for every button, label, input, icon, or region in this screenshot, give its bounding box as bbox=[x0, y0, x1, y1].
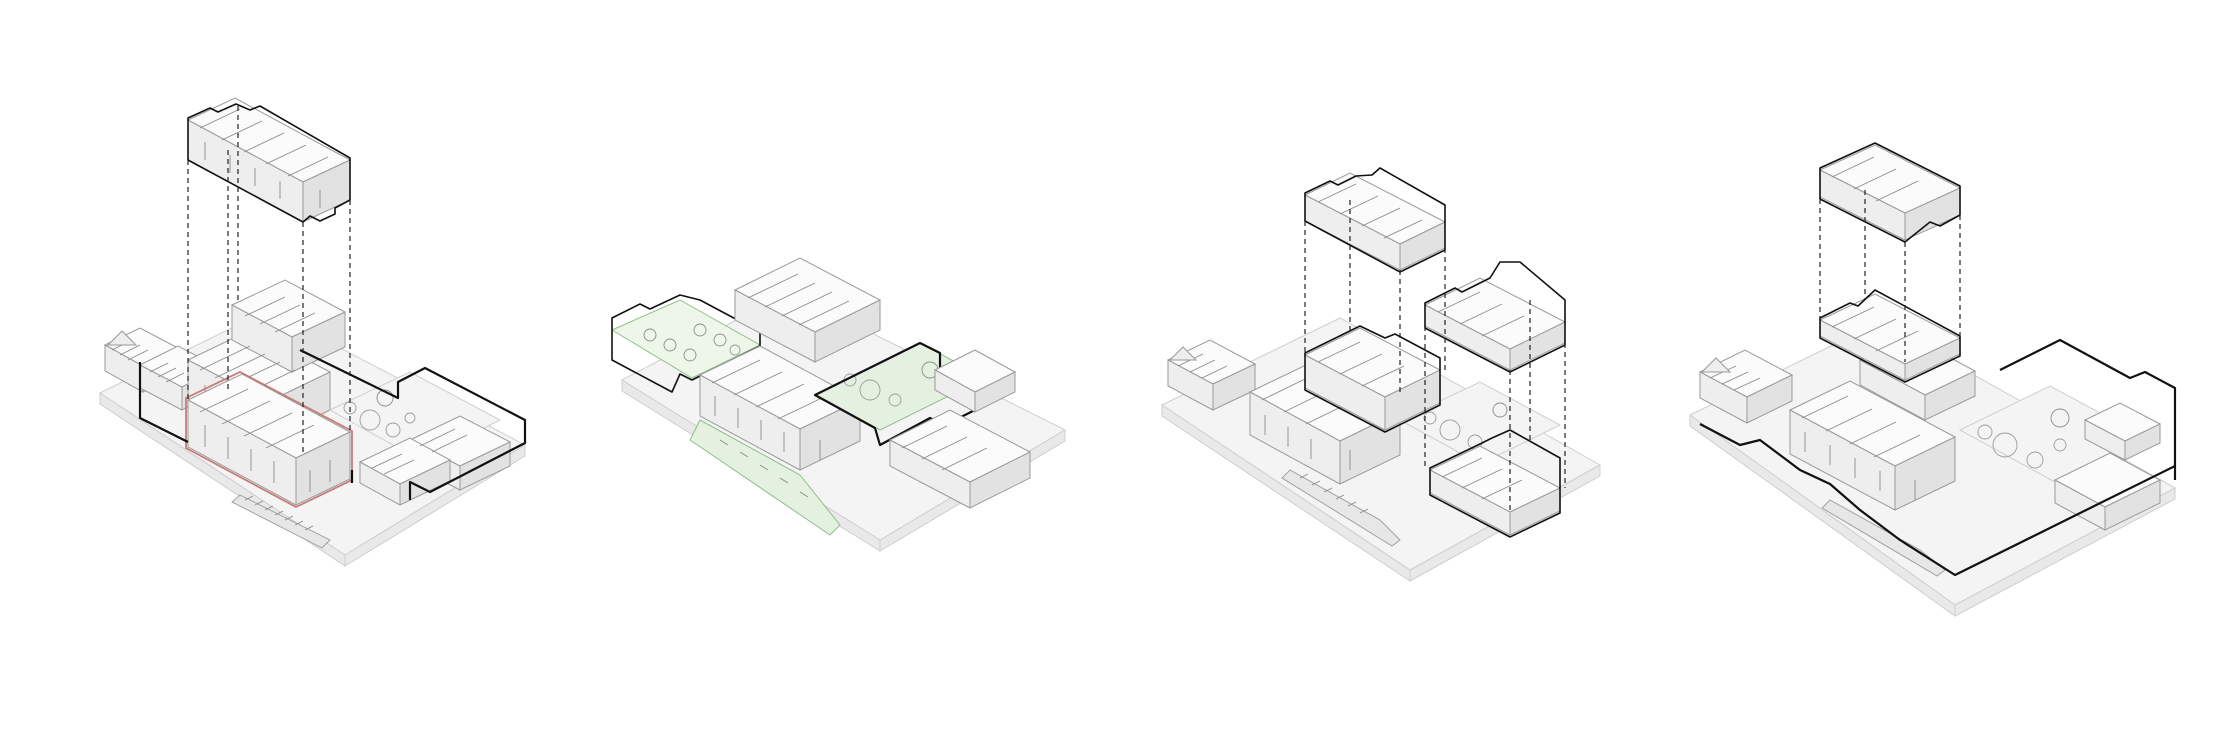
building-cluster bbox=[2053, 402, 2162, 531]
axonometric-panel-3 bbox=[1160, 167, 1602, 582]
axonometric-panel-1 bbox=[98, 97, 527, 567]
boundary-outline bbox=[1699, 338, 2177, 577]
building-cluster bbox=[698, 257, 882, 471]
block-outline bbox=[1429, 429, 1561, 538]
floating-block-c bbox=[1423, 261, 1567, 373]
ramp bbox=[231, 494, 331, 549]
boundary-outline bbox=[138, 349, 527, 500]
axonometric-panel-4 bbox=[1689, 142, 2177, 617]
plot-outline bbox=[611, 294, 761, 393]
projection-lines bbox=[1304, 200, 1566, 512]
building-cluster bbox=[358, 415, 512, 506]
floating-upper-block bbox=[186, 97, 352, 223]
floating-block-a bbox=[1303, 167, 1447, 273]
floating-upper-block bbox=[1818, 142, 1962, 243]
block-outline bbox=[1304, 325, 1441, 433]
ramp bbox=[1281, 469, 1401, 547]
roof-pavilion bbox=[1700, 357, 1732, 373]
floating-block-d bbox=[1428, 429, 1562, 538]
block-outline bbox=[1424, 261, 1566, 373]
projection-lines bbox=[1819, 190, 1961, 362]
building-cluster bbox=[888, 349, 1032, 509]
roof-pavilion bbox=[1168, 346, 1198, 361]
roof-pavilion bbox=[106, 330, 138, 346]
highlighted-plot-left bbox=[610, 294, 762, 393]
building-cluster bbox=[1698, 335, 1977, 511]
highlighted-building-row bbox=[185, 370, 353, 509]
floating-block-b bbox=[1303, 325, 1442, 433]
projection-lines bbox=[187, 106, 351, 455]
block-outline bbox=[1304, 167, 1446, 273]
ramp bbox=[1821, 499, 1946, 577]
block-outline bbox=[1819, 142, 1961, 243]
axonometric-panel-2 bbox=[610, 257, 1067, 552]
floating-middle-block bbox=[1818, 289, 1962, 383]
green-landscape-area bbox=[689, 419, 841, 536]
